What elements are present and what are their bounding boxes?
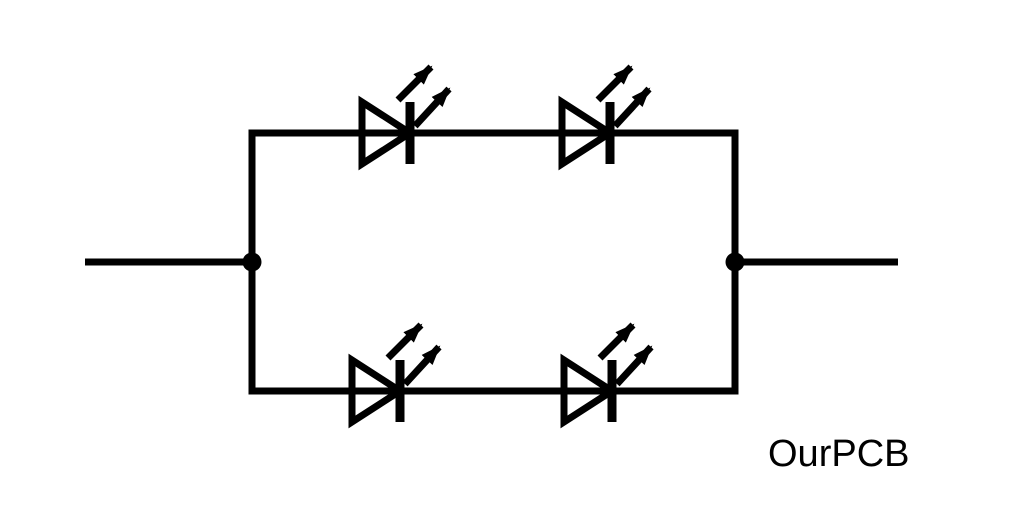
junction-dot-left xyxy=(242,252,262,272)
led-bottom-right xyxy=(564,325,651,422)
led-top-left xyxy=(362,67,449,164)
parallel-loop-wire xyxy=(248,129,739,395)
led-top-right xyxy=(562,67,649,164)
junction-dot-right xyxy=(725,252,745,272)
watermark-label: OurPCB xyxy=(768,433,909,475)
led-bottom-left xyxy=(352,325,439,422)
